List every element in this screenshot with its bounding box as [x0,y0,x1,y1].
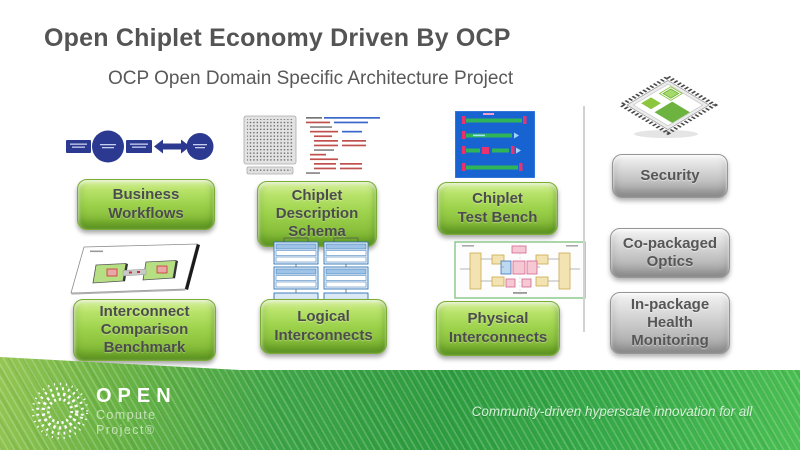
section-divider [583,106,585,332]
chiplet-test-bench-button[interactable]: Chiplet Test Bench [437,182,558,235]
in-package-health-monitoring-button[interactable]: In-package Health Monitoring [610,292,730,354]
co-packaged-optics-button[interactable]: Co-packaged Optics [610,228,730,278]
ocp-sunburst-icon [31,382,89,440]
ocp-logo-text: OPEN Compute Project® [96,385,177,438]
page-title: Open Chiplet Economy Driven By OCP [44,24,511,52]
ocp-logo-project: Project® [96,423,156,437]
logical-interconnects-button[interactable]: Logical Interconnects [260,299,387,354]
business-workflow-icon [66,130,214,163]
logical-stack-icon [273,237,369,307]
page-subtitle: OCP Open Domain Specific Architecture Pr… [108,68,514,89]
ocp-logo-open: OPEN [96,385,177,407]
physical-schematic-icon [454,241,586,299]
security-button[interactable]: Security [612,154,728,198]
interconnect-comparison-benchmark-button[interactable]: Interconnect Comparison Benchmark [73,299,216,361]
interconnect-board-icon [70,243,200,295]
footer-stripe-texture [0,357,800,450]
business-workflows-button[interactable]: Business Workflows [77,179,215,230]
chiplet-description-schema-button[interactable]: Chiplet Description Schema [257,181,377,247]
chiplet-package-and-code-icon [243,115,380,175]
footer-tagline: Community-driven hyperscale innovation f… [471,404,753,419]
ocp-logo-compute: Compute [96,408,157,422]
footer-band: OPEN Compute Project® Community-driven h… [0,357,800,450]
physical-interconnects-button[interactable]: Physical Interconnects [436,301,560,356]
test-bench-icon [455,111,535,178]
chiplet-isometric-icon [617,74,719,138]
